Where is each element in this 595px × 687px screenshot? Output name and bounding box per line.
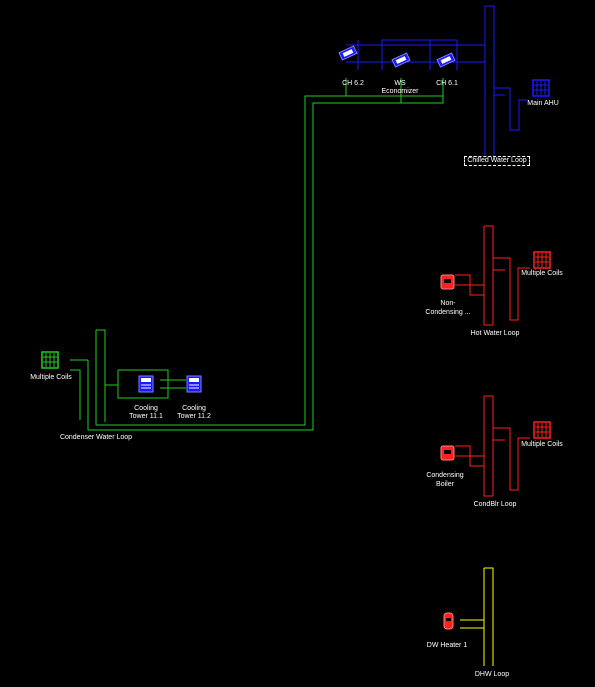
cooling-tower-label-line1: Cooling bbox=[134, 405, 158, 412]
coils-label: Multiple Coils bbox=[521, 441, 563, 448]
dhw-loop[interactable] bbox=[460, 567, 494, 666]
cooling-tower-icon[interactable] bbox=[186, 375, 202, 393]
boiler-label-line1: Condensing bbox=[426, 472, 464, 479]
chilled-water-loop[interactable] bbox=[346, 5, 527, 158]
chiller-label: CH 6.2 bbox=[342, 80, 364, 87]
economizer-label-line2: Economizer bbox=[381, 88, 419, 95]
chiller-icon[interactable] bbox=[338, 45, 358, 61]
condblr-loop-label: CondBlr Loop bbox=[473, 501, 517, 508]
boiler-label-line2: Boiler bbox=[436, 481, 454, 488]
heat-exchanger-icon[interactable] bbox=[391, 52, 411, 68]
cooling-tower-icon[interactable] bbox=[138, 375, 154, 393]
condenser-water-loop-label: Condenser Water Loop bbox=[59, 434, 133, 441]
cooling-tower-label-line2: Tower 11.2 bbox=[177, 413, 211, 420]
coil-icon[interactable] bbox=[41, 351, 59, 369]
chiller-label: CH 6.1 bbox=[436, 80, 458, 87]
condblr-loop[interactable] bbox=[455, 395, 530, 497]
heating-coil-icon[interactable] bbox=[533, 251, 551, 269]
ahu-label: Main AHU bbox=[527, 100, 559, 107]
water-heater-label: DW Heater 1 bbox=[426, 642, 468, 649]
boiler-label-line2: Condensing ... bbox=[425, 309, 471, 316]
boiler-label-line1: Non- bbox=[440, 300, 456, 307]
chiller-icon[interactable] bbox=[436, 52, 456, 68]
condenser-water-loop[interactable] bbox=[70, 78, 444, 431]
coils-label: Multiple Coils bbox=[521, 270, 563, 277]
dhw-loop-label: DHW Loop bbox=[474, 671, 510, 678]
heating-coil-icon[interactable] bbox=[533, 421, 551, 439]
water-heater-icon[interactable] bbox=[443, 612, 454, 630]
economizer-label-line1: WS bbox=[394, 80, 406, 87]
boiler-icon[interactable] bbox=[440, 274, 455, 290]
cooling-tower-label-line1: Cooling bbox=[182, 405, 206, 412]
chilled-water-loop-label[interactable]: Chilled Water Loop bbox=[464, 156, 530, 166]
cooling-tower-label-line2: Tower 11.1 bbox=[129, 413, 163, 420]
hot-water-loop[interactable] bbox=[455, 225, 530, 326]
boiler-icon[interactable] bbox=[440, 445, 455, 461]
hot-water-loop-label: Hot Water Loop bbox=[470, 330, 520, 337]
cooling-coil-icon[interactable] bbox=[532, 79, 550, 97]
coils-label: Multiple Coils bbox=[30, 374, 72, 381]
